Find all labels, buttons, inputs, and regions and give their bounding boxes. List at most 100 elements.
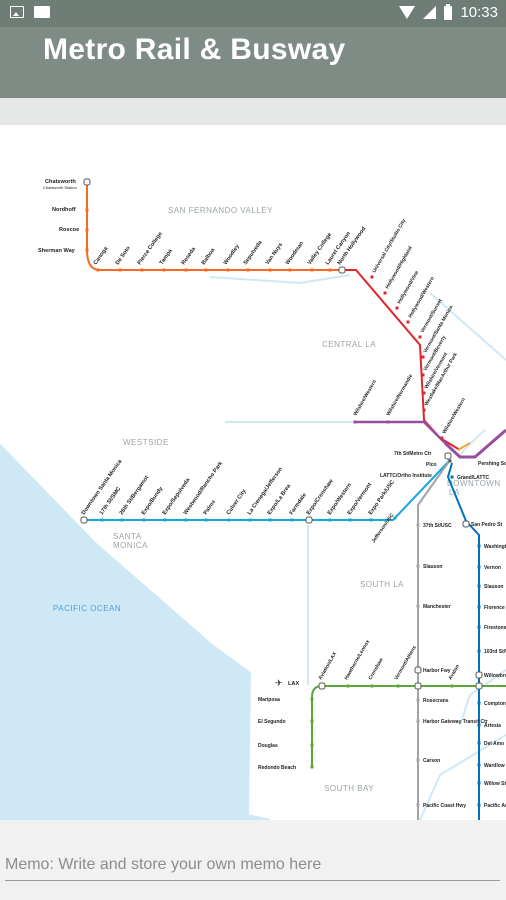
station-dot: [268, 518, 272, 522]
station-label-blue[interactable]: 103rd St/Watts Towers: [484, 649, 506, 655]
status-bar: 10:33: [0, 0, 506, 27]
station-label-sherman-way[interactable]: Sherman Way: [38, 248, 76, 254]
gallery-notification-icon: [34, 6, 50, 18]
station-label-green[interactable]: Douglas: [258, 743, 278, 749]
metro-map[interactable]: SAN FERNANDO VALLEY CENTRAL LA WESTSIDE …: [0, 125, 506, 820]
station-label-blue[interactable]: Pacific Ave: [484, 803, 506, 809]
red-line-extension[interactable]: [443, 428, 506, 459]
memo-area: [0, 820, 506, 900]
green-line[interactable]: [311, 685, 506, 767]
memo-input[interactable]: [5, 850, 500, 881]
station-label-silver[interactable]: Slauson: [423, 564, 442, 570]
station-label-blue[interactable]: Del Amo: [484, 741, 504, 747]
station-dot: [100, 518, 104, 522]
station-label-expo[interactable]: Culver City: [226, 488, 248, 516]
area-label-south-la: SOUTH LA: [360, 580, 404, 589]
station-label-lattc[interactable]: LATTC/Ortho Institute: [380, 473, 432, 479]
station-label-silver[interactable]: Manchester: [423, 604, 451, 610]
silver-busway[interactable]: [417, 459, 451, 820]
station-label-pershing[interactable]: Pershing Square: [478, 461, 506, 467]
station-dot: [328, 268, 332, 272]
station-label-purple[interactable]: Wilshire/Normandie: [386, 373, 415, 417]
station-label-expo[interactable]: Expo/Bundy: [141, 485, 165, 516]
airplane-icon: ✈: [275, 678, 283, 688]
station-label-blue[interactable]: Florence: [484, 605, 505, 611]
station-label-blue[interactable]: Wardlow: [484, 763, 505, 769]
station-dot: [393, 516, 397, 520]
purple-line[interactable]: [355, 420, 446, 444]
station-label-orange[interactable]: Woodley: [223, 243, 242, 266]
station-label-orange[interactable]: Balboa: [201, 247, 217, 266]
station-label-blue[interactable]: Washington: [484, 544, 506, 550]
station-label-7th[interactable]: 7th St/Metro Ctr: [394, 451, 432, 457]
station-label-pico[interactable]: Pico: [426, 462, 437, 468]
station-dot: [85, 248, 89, 252]
station-dot: [328, 518, 332, 522]
image-notification-icon: [10, 6, 24, 18]
station-label-silver[interactable]: Pacific Coast Hwy: [423, 803, 466, 809]
station-dot: [416, 604, 420, 608]
station-dot: [440, 436, 444, 440]
station-label-blue[interactable]: Artesia: [484, 723, 501, 729]
station-label-blue[interactable]: Compton: [484, 701, 506, 707]
station-label-blue[interactable]: Slauson: [484, 584, 503, 590]
station-dot: [421, 373, 425, 377]
station-dot: [416, 564, 420, 568]
station-label-silver[interactable]: Harbor Gateway Transit Ctr: [423, 719, 488, 725]
station-label-chatsworth[interactable]: Chatsworth: [45, 179, 76, 185]
station-dot: [477, 649, 481, 653]
app-title-bar: Metro Rail & Busway: [0, 27, 506, 98]
area-label-downtown: DOWNTOWN: [447, 479, 501, 488]
station-dot: [416, 803, 420, 807]
station-label-blue[interactable]: Vernon: [484, 565, 501, 571]
station-label-orange[interactable]: Tampa: [159, 248, 175, 267]
station-dot: [416, 698, 420, 702]
station-label-orange[interactable]: Van Nuys: [265, 242, 284, 266]
station-label-orange[interactable]: Woodman: [285, 240, 306, 266]
station-label-orange[interactable]: Sepulveda: [243, 239, 264, 266]
station-label-green[interactable]: Vermont/Athens: [394, 645, 418, 681]
station-label-orange[interactable]: De Soto: [115, 245, 132, 266]
station-label-green[interactable]: Crenshaw: [368, 657, 385, 681]
station-label-blue[interactable]: Firestone: [484, 625, 506, 631]
station-label-expo[interactable]: Westwood/Rancho Park: [183, 460, 225, 516]
station-dot: [142, 518, 146, 522]
station-label-green[interactable]: Redondo Beach: [258, 765, 296, 771]
station-label-blue[interactable]: Willowbrook/Rosa Parks: [484, 673, 506, 679]
station-label-green[interactable]: Aviation/LAX: [318, 651, 339, 681]
station-label-jefferson[interactable]: Jefferson/USC: [371, 512, 396, 544]
station-label-expo[interactable]: Palms: [203, 499, 217, 516]
station-label-blue[interactable]: Grand/LATTC: [457, 475, 490, 481]
station-label-expo[interactable]: La Cienega/Jefferson: [247, 466, 285, 516]
station-label-purple[interactable]: Wilshire/Western: [353, 379, 378, 417]
station-label-roscoe[interactable]: Roscoe: [59, 227, 79, 233]
station-dot: [477, 701, 481, 705]
station-label-silver[interactable]: 37th St/USC: [423, 523, 452, 529]
station-label-blue[interactable]: Willow St: [484, 781, 506, 787]
station-label-silver[interactable]: Rosecrans: [423, 698, 449, 704]
station-dot: [346, 684, 350, 688]
station-dot: [310, 743, 314, 747]
station-label-green[interactable]: Hawthorne/Lennox: [344, 639, 372, 681]
station-label-silver[interactable]: Harbor Fwy: [423, 668, 451, 674]
station-label-silver[interactable]: Carson: [423, 758, 440, 764]
station-label-orange[interactable]: Canoga: [93, 245, 110, 266]
status-time: 10:33: [460, 4, 498, 21]
station-dot: [418, 335, 422, 339]
station-dot: [477, 565, 481, 569]
station-dot: [414, 682, 422, 690]
station-label-red[interactable]: Wilshire/Western: [442, 397, 467, 435]
station-label-orange[interactable]: Reseda: [181, 246, 198, 266]
station-dot: [422, 391, 426, 395]
station-dot: [386, 420, 390, 424]
station-dot: [383, 291, 387, 295]
station-label-green[interactable]: Mariposa: [258, 697, 280, 703]
station-label-blue[interactable]: San Pedro St: [471, 522, 502, 528]
station-dot: [318, 682, 326, 690]
station-label-nordhoff[interactable]: Nordhoff: [52, 207, 76, 213]
station-label-green[interactable]: El Segundo: [258, 719, 286, 725]
lax-label: LAX: [288, 681, 299, 687]
station-dot: [396, 684, 400, 688]
